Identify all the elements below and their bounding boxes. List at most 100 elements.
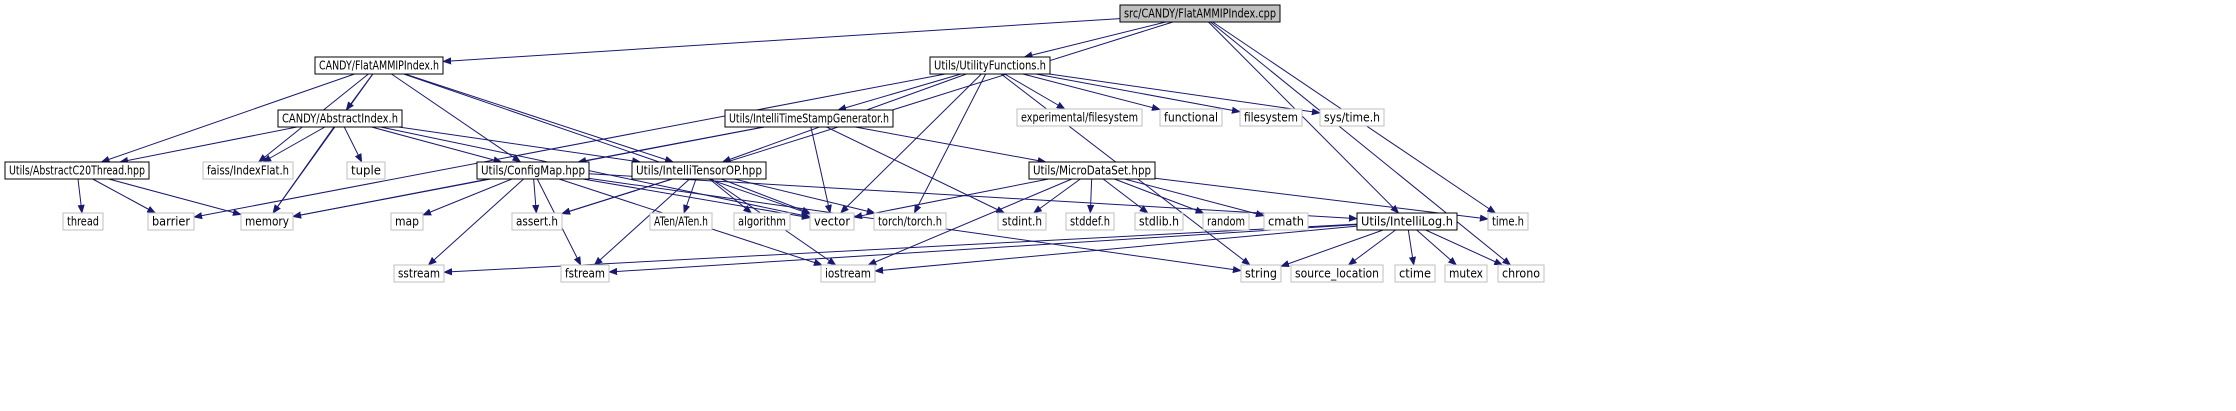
node-box <box>147 212 195 231</box>
node-flat_h[interactable]: CANDY/FlatAMMIPIndex.h <box>314 56 444 75</box>
edge-config-to-assert <box>532 178 540 214</box>
node-box <box>202 161 294 180</box>
edge-config-to-memory <box>292 178 489 219</box>
node-label: barrier <box>152 215 190 229</box>
node-box <box>809 212 855 231</box>
node-iostream: iostream <box>820 264 876 283</box>
node-box <box>1134 212 1184 231</box>
edge-c20-to-barrier <box>92 178 157 214</box>
node-box <box>929 56 1051 75</box>
node-label: ctime <box>1399 267 1431 281</box>
edge-abstract-to-faiss <box>262 126 326 163</box>
edge-abstract-to-config <box>371 126 503 164</box>
edge-intellilog-to-srcloc <box>1347 229 1396 266</box>
node-micro[interactable]: Utils/MicroDataSet.hpp <box>1028 161 1156 180</box>
node-label: CANDY/AbstractIndex.h <box>282 112 398 126</box>
node-box <box>1239 108 1303 127</box>
node-box <box>1240 264 1282 283</box>
edge-util-to-functional <box>1022 73 1161 111</box>
edge-root-to-chrono <box>1210 21 1512 266</box>
edge-config-to-sstream <box>427 178 524 266</box>
node-systime: sys/time.h <box>1319 108 1385 127</box>
edge-abstract-to-memory <box>272 126 335 214</box>
node-box <box>1356 212 1458 231</box>
node-util[interactable]: Utils/UtilityFunctions.h <box>929 56 1051 75</box>
node-ctime: ctime <box>1394 264 1436 283</box>
node-label: cmath <box>1268 215 1304 229</box>
node-box <box>649 212 713 231</box>
node-label: stddef.h <box>1070 215 1110 229</box>
node-sstream: sstream <box>393 264 445 283</box>
node-box <box>240 212 294 231</box>
node-abstract[interactable]: CANDY/AbstractIndex.h <box>277 109 403 128</box>
node-label: src/CANDY/FlatAMMIPIndex.cpp <box>1124 7 1276 21</box>
node-c20[interactable]: Utils/AbstractC20Thread.hpp <box>4 161 150 180</box>
edge-tensorop-to-vector <box>720 178 811 214</box>
node-label: iostream <box>825 267 871 281</box>
node-box <box>511 212 563 231</box>
node-label: ATen/ATen.h <box>654 215 708 229</box>
node-intellilog[interactable]: Utils/IntelliLog.h <box>1356 212 1458 231</box>
node-label: chrono <box>1502 267 1540 281</box>
node-expfs: experimental/filesystem <box>1016 108 1143 127</box>
node-barrier: barrier <box>147 212 195 231</box>
edge-micro-to-stdint <box>1032 178 1081 214</box>
node-box <box>724 109 894 128</box>
node-label: CANDY/FlatAMMIPIndex.h <box>319 59 439 73</box>
edge-util-to-expfs <box>1004 73 1066 110</box>
node-torch: torch/torch.h <box>873 212 947 231</box>
node-its[interactable]: Utils/IntelliTimeStampGenerator.h <box>724 109 894 128</box>
node-random: random <box>1202 212 1250 231</box>
edge-micro-to-timeh <box>1154 177 1489 222</box>
node-box <box>1290 264 1384 283</box>
edge-flat_h-to-c20 <box>100 73 355 163</box>
node-box <box>1394 264 1436 283</box>
edge-config-to-map <box>422 178 513 216</box>
edge-intellilog-to-chrono <box>1425 229 1504 266</box>
node-label: Utils/MicroDataSet.hpp <box>1033 164 1151 178</box>
edge-util-to-torch <box>913 73 987 214</box>
edge-micro-to-stddef <box>1087 178 1095 214</box>
node-box <box>62 212 104 231</box>
edge-intellilog-to-fstream <box>608 224 1358 276</box>
node-label: assert.h <box>516 215 558 229</box>
node-thread: thread <box>62 212 104 231</box>
node-stdint: stdint.h <box>997 212 1047 231</box>
edge-micro-to-iostream <box>867 178 1073 266</box>
edge-util-to-filesystem <box>1035 73 1241 114</box>
node-tuple: tuple <box>346 161 386 180</box>
node-label: functional <box>1164 111 1218 125</box>
edge-tensorop-to-fstream <box>593 178 690 266</box>
node-tensorop[interactable]: Utils/IntelliTensorOP.hpp <box>631 161 767 180</box>
node-config[interactable]: Utils/ConfigMap.hpp <box>476 161 590 180</box>
node-assert: assert.h <box>511 212 563 231</box>
node-label: algorithm <box>738 215 786 229</box>
edge-root-to-util <box>1023 21 1166 59</box>
node-label: Utils/UtilityFunctions.h <box>934 59 1046 73</box>
node-label: memory <box>245 215 289 229</box>
node-stdlib: stdlib.h <box>1134 212 1184 231</box>
node-box <box>314 56 444 75</box>
node-box <box>733 212 791 231</box>
edge-intellilog-to-mutex <box>1416 229 1458 266</box>
node-cmath: cmath <box>1263 212 1309 231</box>
node-box <box>560 264 610 283</box>
node-label: string <box>1245 267 1277 281</box>
edge-config-to-vector <box>582 178 811 220</box>
edge-flat_h-to-config <box>391 73 522 163</box>
node-box <box>631 161 767 180</box>
edge-intellilog-to-sstream <box>443 223 1358 276</box>
node-chrono: chrono <box>1497 264 1545 283</box>
node-label: Utils/IntelliTimeStampGenerator.h <box>729 112 889 126</box>
node-box <box>390 212 424 231</box>
node-label: Utils/ConfigMap.hpp <box>481 164 585 178</box>
edge-config-to-intellilog <box>588 173 1358 222</box>
dependency-edges <box>77 18 1512 276</box>
node-vector: vector <box>809 212 855 231</box>
node-root[interactable]: src/CANDY/FlatAMMIPIndex.cpp <box>1119 4 1281 23</box>
node-box <box>1319 108 1385 127</box>
edge-tensorop-to-aten <box>683 178 697 214</box>
node-label: tuple <box>351 164 381 178</box>
node-label: thread <box>67 215 99 229</box>
